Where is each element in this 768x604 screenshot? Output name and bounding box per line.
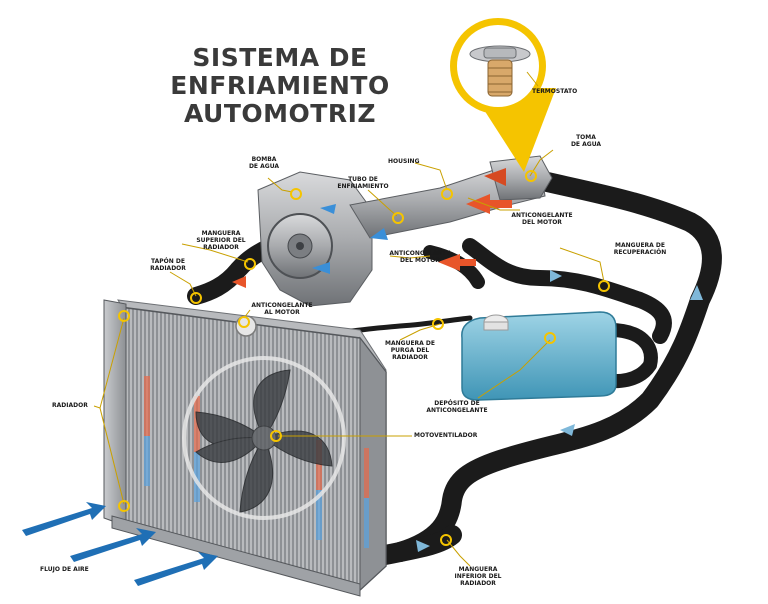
marker-bomba [290,188,302,200]
airflow-arrow [22,502,106,536]
thermostat-callout [450,18,556,172]
fan-hub [251,425,277,451]
radiator-bottom-tank [111,515,361,597]
marker-manguera-inferior [440,534,452,546]
label-tubo-de-enfriamiento: TUBO DE ENFRIAMIENTO [337,176,389,190]
hose-engine-return [462,238,672,344]
cold-arrow [320,204,336,214]
label-housing: HOUSING [388,158,420,165]
label-motoventilador: MOTOVENTILADOR [414,432,478,439]
water-pump [257,171,373,307]
hot-arrow [484,168,506,186]
leader-lines [93,71,605,567]
cold-arrow [370,228,388,240]
marker-purga [432,318,444,330]
label-manguera-inferior: MANGUERA INFERIOR DEL RADIADOR [454,566,502,587]
label-anticongelante-del-motor-right: ANTICONGELANTE DEL MOTOR [511,212,573,226]
hose-recovery-top [390,168,722,562]
label-radiador: RADIADOR [52,402,88,409]
marker-radiador-top [118,310,130,322]
label-manguera-de-recuperacion: MANGUERA DE RECUPERACIÓN [613,242,667,256]
flow-arrow [690,285,703,300]
airflow-arrow [134,552,218,586]
marker-housing [441,188,453,200]
title-line-3: AUTOMOTRIZ [183,99,377,128]
airflow-arrow [70,528,156,562]
hot-arrow [232,276,246,288]
fan-shroud [182,356,346,520]
electric-fan [182,356,346,520]
label-termostato: TERMOSTATO [532,88,578,95]
marker-toma-de-agua [525,170,537,182]
label-toma-de-agua: TOMA DE AGUA [570,134,602,148]
title-line-1: SISTEMA DE [192,43,368,72]
hot-arrow [438,254,476,271]
reservoir-body [461,311,617,401]
marker-radiador-bottom [118,500,130,512]
marker-anticongelante-al-motor [238,316,250,328]
fan-blade [195,437,266,463]
coolant-reservoir [461,311,617,401]
coolant-tube [349,155,553,239]
marker-recuperacion [598,280,610,292]
thermostat-housing [489,155,553,201]
marker-tapon [190,292,202,304]
radiator-frame-right [359,336,387,592]
radiator-frame-left [103,299,127,527]
callout-markers [118,170,610,546]
marker-deposito [544,332,556,344]
airflow-arrows [22,502,218,586]
diagram-title: SISTEMA DE ENFRIAMIENTO AUTOMOTRIZ [150,44,410,128]
flow-arrow [416,540,430,552]
coolant-direction-arrows [232,168,512,288]
fan-blade [253,369,291,439]
label-deposito-de-anticongelante: DEPÓSITO DE ANTICONGELANTE [426,400,488,414]
fan-blade [239,436,273,513]
marker-motoventilador [270,430,282,442]
cold-arrow [312,262,330,274]
title-line-2: ENFRIAMIENTO [170,71,390,100]
label-tapon-de-radiador: TAPÓN DE RADIADOR [150,258,186,272]
label-anticongelante-del-motor-mid: ANTICONGELANTE DEL MOTOR [389,250,451,264]
flow-arrow [560,424,575,436]
label-manguera-de-purga: MANGUERA DE PURGA DEL RADIADOR [385,340,435,361]
marker-manguera-superior [244,258,256,270]
flow-arrow [550,270,562,282]
thermostat-icon [469,45,531,97]
hot-arrow [466,194,512,214]
label-manguera-superior: MANGUERA SUPERIOR DEL RADIADOR [196,230,246,251]
marker-tubo [392,212,404,224]
label-bomba-de-agua: BOMBA DE AGUA [248,156,280,170]
fan-blade [262,430,333,467]
label-anticongelante-al-motor: ANTICONGELANTE AL MOTOR [251,302,313,316]
label-flujo-de-aire: FLUJO DE AIRE [40,566,89,573]
